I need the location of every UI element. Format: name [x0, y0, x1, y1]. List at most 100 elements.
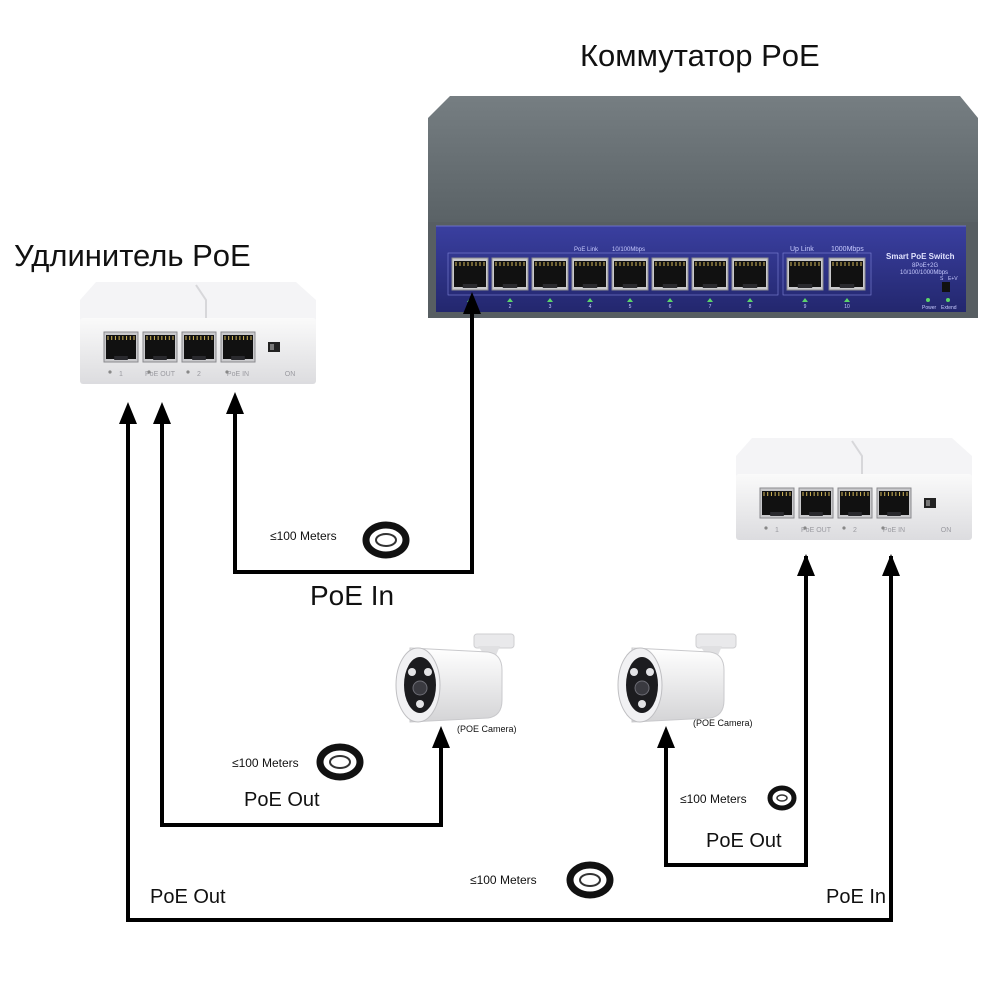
cable-coil-icon: [362, 521, 410, 559]
port-led-icon: [844, 298, 850, 302]
ext2-ports-port-3[interactable]: [837, 487, 873, 519]
extender-right-top: [736, 438, 972, 478]
switch-s-label: S: [940, 276, 944, 282]
switch-model-label: 8PoE+2G: [912, 263, 939, 269]
arrowheads: [119, 292, 900, 748]
switch-port-2[interactable]: [491, 257, 529, 291]
switch-port-number: 3: [549, 304, 552, 310]
switch-ev-label: E+V: [948, 276, 958, 282]
port-led-icon: [587, 298, 593, 302]
port-led-icon: [627, 298, 633, 302]
label-poe-in-ext2: PoE In: [826, 886, 887, 908]
connection-lines: [126, 302, 893, 922]
uplink-port-9[interactable]: [786, 257, 824, 291]
switch-title: Коммутатор PoE: [580, 38, 820, 73]
switch-port-1[interactable]: [451, 257, 489, 291]
link-switch-to-extender: [233, 302, 474, 574]
distance-label-2: ≤100 Meters: [232, 756, 299, 770]
distance-label-4: ≤100 Meters: [470, 873, 537, 887]
switch-port-number: 4: [589, 304, 592, 310]
switch-port-number: 10: [844, 304, 850, 310]
port-led-icon: [803, 526, 807, 530]
switch-speed-uplink-label: 1000Mbps: [831, 246, 864, 253]
ext1-ports-port-3[interactable]: [181, 331, 217, 363]
port-led-icon: [547, 298, 553, 302]
label-poe-out-camera1: PoE Out: [244, 789, 320, 811]
link-extender-to-extender: [126, 412, 893, 922]
port-led-icon: [764, 526, 768, 530]
arrow-up-icon: [882, 554, 900, 576]
port-led-icon: [747, 298, 753, 302]
port-led-icon: [186, 370, 190, 374]
extend-led-icon: [946, 298, 950, 302]
switch-model-speed-label: 10/100/1000Mbps: [900, 270, 948, 276]
ext2-ports-port-2[interactable]: [798, 487, 834, 519]
poe-switch: PoE Link 10/100Mbps Up Link 1000Mbps Sma…: [428, 96, 978, 318]
extender-title: Удлинитель PoE: [14, 238, 251, 273]
switch-port-8[interactable]: [731, 257, 769, 291]
port-led-icon: [707, 298, 713, 302]
port-led-icon: [842, 526, 846, 530]
uplink-group-frame: [782, 252, 872, 296]
ext2-ports-port-1[interactable]: [759, 487, 795, 519]
switch-port-number: 6: [669, 304, 672, 310]
poe-group-frame: [447, 252, 779, 296]
switch-top: [428, 96, 978, 222]
switch-port-7[interactable]: [691, 257, 729, 291]
switch-brand-label: Smart PoE Switch: [886, 252, 955, 261]
port-led-icon: [147, 370, 151, 374]
uplink-port-10[interactable]: [828, 257, 866, 291]
switch-port-6[interactable]: [651, 257, 689, 291]
extender-port-label: 2: [853, 527, 857, 534]
poe-camera-1: [395, 633, 515, 723]
switch-port-number: 2: [509, 304, 512, 310]
arrow-up-icon: [432, 726, 450, 748]
switch-port-4[interactable]: [571, 257, 609, 291]
arrow-up-icon: [226, 392, 244, 414]
link-extender2-to-camera2: [664, 556, 808, 867]
arrow-up-icon: [797, 554, 815, 576]
camera-2-label: (POE Camera): [693, 718, 753, 728]
poe-camera-2: [617, 633, 737, 723]
switch-extend-label: Extend: [941, 305, 957, 311]
extender-port-label: PoE IN: [883, 527, 905, 534]
extender-left-top: [80, 282, 316, 322]
switch-power-label: Power: [922, 305, 937, 311]
port-led-icon: [225, 370, 229, 374]
arrow-up-icon: [657, 726, 675, 748]
extender-switch-label: ON: [941, 527, 952, 534]
cable-coil-icon: [316, 743, 364, 781]
mode-switch[interactable]: [942, 282, 950, 292]
arrow-up-icon: [119, 402, 137, 424]
camera-1-mount: [473, 633, 515, 649]
power-led-icon: [926, 298, 930, 302]
port-led-icon: [507, 298, 513, 302]
switch-port-3[interactable]: [531, 257, 569, 291]
camera-2-mount: [695, 633, 737, 649]
port-led-icon: [881, 526, 885, 530]
label-poe-out-long: PoE Out: [150, 886, 226, 908]
port-led-icon: [802, 298, 808, 302]
ext1-ports-port-4[interactable]: [220, 331, 256, 363]
ext1-ports-port-1[interactable]: [103, 331, 139, 363]
cable-coil-icon: [566, 861, 614, 899]
switch-speed-poe-label: 10/100Mbps: [612, 247, 645, 253]
extender-switch-label: ON: [285, 371, 296, 378]
extender-port-label: PoE IN: [227, 371, 249, 378]
extender-port-label: PoE OUT: [801, 527, 832, 534]
ext2-ports-port-4[interactable]: [876, 487, 912, 519]
extender-port-label: PoE OUT: [145, 371, 176, 378]
switch-port-5[interactable]: [611, 257, 649, 291]
switch-port-number: 7: [709, 304, 712, 310]
camera-1-label: (POE Camera): [457, 724, 517, 734]
arrow-up-icon: [463, 292, 481, 314]
ext1-ports-port-2[interactable]: [142, 331, 178, 363]
distance-label-3: ≤100 Meters: [680, 792, 747, 806]
switch-poe-link-label: PoE Link: [574, 247, 599, 253]
label-poe-in-main: PoE In: [310, 580, 395, 611]
